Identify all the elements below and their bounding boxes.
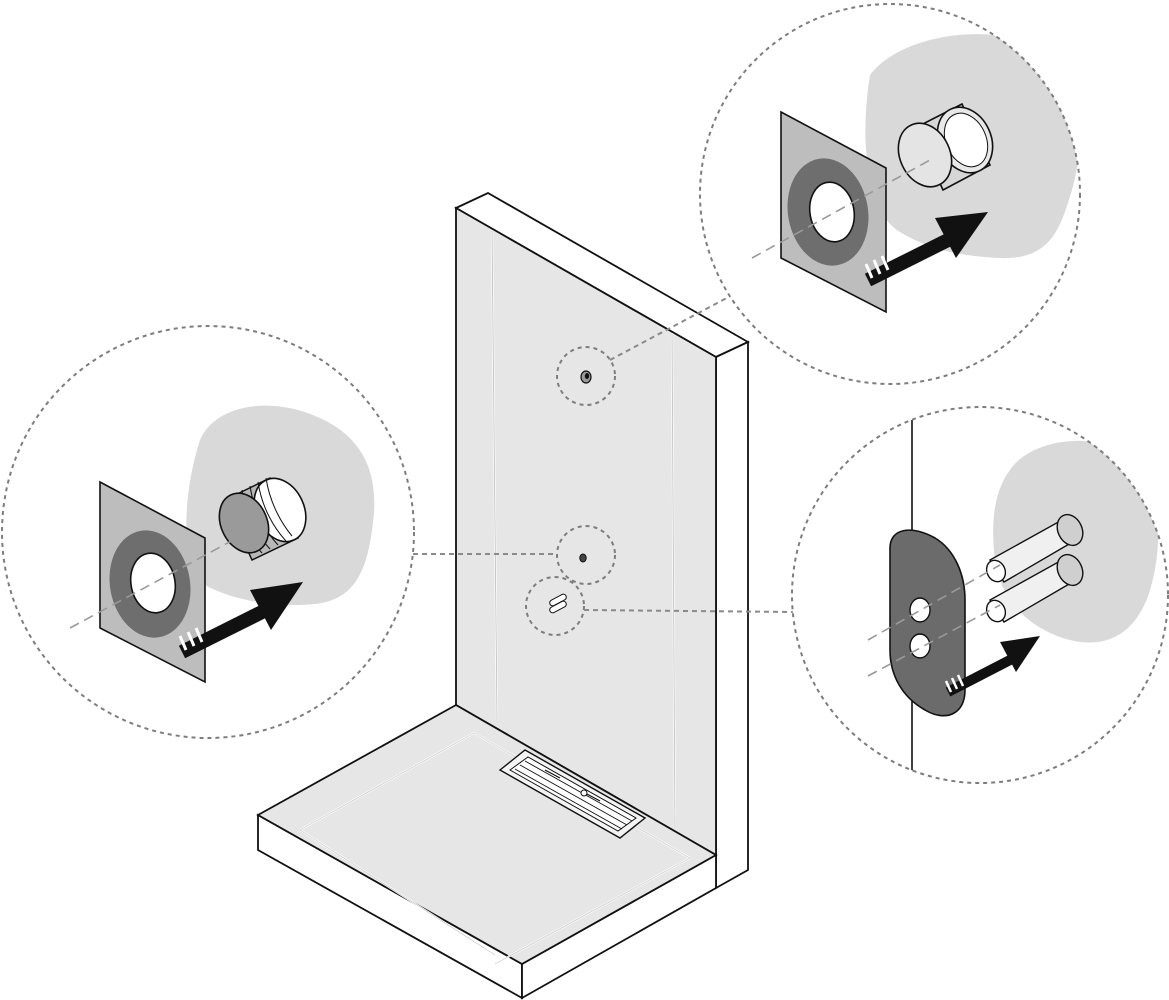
callout-threaded-plug — [1, 325, 415, 739]
wall-side-face — [715, 340, 749, 890]
insert-arrow-icon — [944, 636, 1040, 697]
sealing-collar-sheet — [780, 110, 887, 314]
wall-pipes-pair — [549, 593, 567, 614]
insert-arrow-icon — [864, 212, 988, 287]
shower-wall-unit — [256, 191, 750, 1000]
detail-marker-pipes — [525, 576, 585, 636]
wall-opening-middle — [579, 553, 587, 563]
threaded-plug-icon — [218, 476, 307, 562]
detail-marker-top — [556, 346, 616, 406]
sealing-collar-sheet — [99, 480, 206, 684]
insert-arrow-icon — [178, 582, 303, 659]
linear-drain — [498, 749, 647, 839]
wall-opening-top — [580, 370, 592, 384]
floor-top-face — [256, 703, 718, 966]
double-pipe-icon — [985, 513, 1084, 623]
callout-double-pipe — [791, 406, 1169, 784]
sealing-plate-icon — [889, 529, 966, 717]
callout-sleeve-collar — [699, 3, 1081, 385]
callout-leaders — [413, 291, 794, 613]
detail-marker-middle — [556, 525, 616, 585]
pipe-sleeve-icon — [897, 102, 994, 192]
